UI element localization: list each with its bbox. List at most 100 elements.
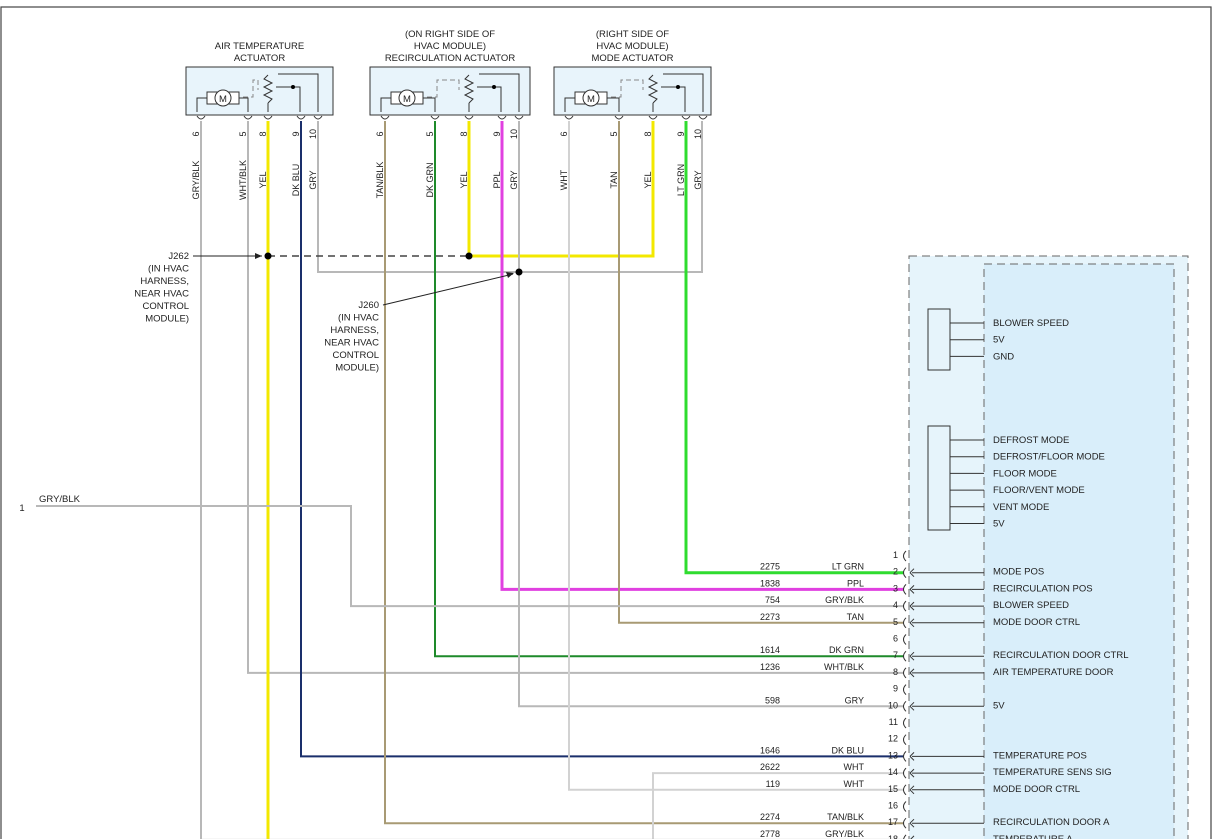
wire-color-label: GRY <box>845 695 864 705</box>
switch-signal-label: VENT MODE <box>993 502 1049 513</box>
pin-terminal <box>614 115 624 120</box>
switch-signal-label: FLOOR/VENT MODE <box>993 485 1085 496</box>
pin-number: 9 <box>676 131 686 136</box>
splice-node-j262b <box>465 252 473 260</box>
connector-terminal <box>903 600 907 612</box>
pin-number: 6 <box>375 131 385 136</box>
wire-color-label: WHT <box>559 169 569 190</box>
terminal-arrow <box>909 622 915 628</box>
wiper-lead <box>276 86 301 112</box>
pin-terminal <box>648 115 658 120</box>
pin-terminal <box>313 115 323 120</box>
circuit-number: 1646 <box>760 745 780 755</box>
wire-wht <box>568 121 904 791</box>
actuator-title-line: (RIGHT SIDE OF <box>596 29 669 40</box>
circuit-number: 1838 <box>760 578 780 588</box>
signal-label: RECIRCULATION DOOR A <box>993 817 1110 828</box>
connector-pin-number: 15 <box>888 784 898 794</box>
terminal-arrow <box>909 605 915 611</box>
input-wire-label: GRY/BLK <box>39 494 81 505</box>
splice-label-j260: HARNESS, <box>330 325 379 336</box>
wire-color-label: YEL <box>643 171 653 188</box>
wire-color-label: DK GRN <box>425 162 435 197</box>
pin-terminal <box>296 115 306 120</box>
connector-terminal <box>903 684 907 695</box>
pin-terminal <box>698 115 708 120</box>
connector-pin-number: 13 <box>888 750 898 760</box>
connector-terminal <box>903 767 907 779</box>
wire-color-label: LT GRN <box>832 562 864 572</box>
connector-pin-number: 18 <box>888 834 898 839</box>
connector-pin-number: 1 <box>893 550 898 560</box>
connector-pin-number: 16 <box>888 801 898 811</box>
wiper-node <box>676 85 680 89</box>
wire-color-label: TAN/BLK <box>827 812 864 822</box>
wire-color-label: DK BLU <box>291 164 301 197</box>
connector-pin-number: 5 <box>893 617 898 627</box>
connector-pin-number: 12 <box>888 734 898 744</box>
terminal-arrow <box>909 818 915 824</box>
wire-color-label: WHT/BLK <box>824 662 864 672</box>
connector-terminal <box>903 550 907 562</box>
motor-icon <box>582 89 600 107</box>
connector-pin-number: 9 <box>893 684 898 694</box>
actuator-title-line: HVAC MODULE) <box>596 41 668 52</box>
wire-dk-grn <box>434 121 904 658</box>
connector-pin-number: 4 <box>893 600 898 610</box>
terminal-arrow <box>909 668 915 674</box>
potentiometer-icon <box>463 74 475 104</box>
pin-number: 5 <box>238 131 248 136</box>
pin-number: 9 <box>492 131 502 136</box>
terminal-arrow <box>909 768 915 774</box>
terminal-arrow <box>909 772 915 778</box>
wire-color-label: PPL <box>847 578 864 588</box>
connector-terminal <box>903 717 907 729</box>
wire-wht-14 <box>652 772 904 839</box>
wire-color-label: TAN <box>847 612 864 622</box>
pin-number: 5 <box>609 131 619 136</box>
connector-row-18: 18TEMPERATURE A2778GRY/BLK <box>760 829 1073 839</box>
actuator-title-line: (ON RIGHT SIDE OF <box>405 29 495 40</box>
hvac-control-module <box>908 255 1189 839</box>
pin-number: 10 <box>693 129 703 139</box>
switch-signal-label: DEFROST/FLOOR MODE <box>993 452 1105 463</box>
terminal-arrow <box>909 705 915 711</box>
terminal-arrow <box>909 789 915 795</box>
wire-gry <box>518 121 904 708</box>
switch-body <box>927 425 951 531</box>
pin-terminal <box>430 115 440 120</box>
signal-label: BLOWER SPEED <box>993 600 1069 611</box>
connector-pin-number: 14 <box>888 767 898 777</box>
pin-number: 10 <box>509 129 519 139</box>
connector-terminal <box>903 700 907 712</box>
wire-color-label: PPL <box>492 171 502 188</box>
terminal-arrow <box>909 585 915 590</box>
connector-pin-number: 6 <box>893 634 898 644</box>
splice-label-j260: NEAR HVAC <box>324 338 379 349</box>
signal-label: TEMPERATURE POS <box>993 750 1087 761</box>
splice-label-j262: J262 <box>168 251 189 262</box>
actuator-title-line: HVAC MODULE) <box>414 41 486 52</box>
pin-terminal <box>564 115 574 120</box>
connector-row-11: 11 <box>889 717 907 729</box>
wire-color-label: TAN/BLK <box>375 162 385 199</box>
connector-terminal <box>903 584 907 595</box>
actuator-body <box>369 66 531 116</box>
connector-row-12: 12 <box>888 734 907 746</box>
wire-color-label: YEL <box>459 171 469 188</box>
splice-label-j262: HARNESS, <box>140 276 189 287</box>
wire-color-label: DK BLU <box>831 745 864 755</box>
circuit-number: 1236 <box>760 662 780 672</box>
signal-label: 5V <box>993 700 1005 711</box>
terminal-arrow <box>909 572 915 578</box>
wire-tan <box>618 121 904 624</box>
wiper-node <box>492 85 496 89</box>
motor-letter: M <box>219 94 227 105</box>
actuator-title-line: MODE ACTUATOR <box>592 53 674 64</box>
